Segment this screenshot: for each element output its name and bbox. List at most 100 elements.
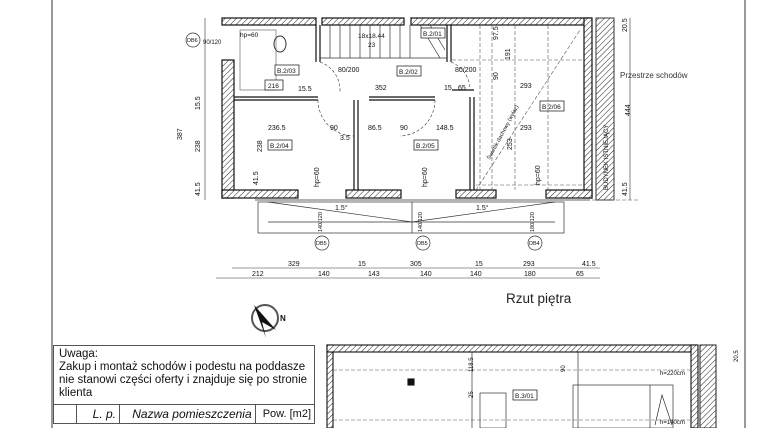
svg-text:293: 293	[520, 83, 532, 90]
svg-text:DB4: DB4	[529, 241, 540, 247]
room-label-attic: B.3/01	[515, 393, 534, 400]
svg-text:238: 238	[195, 140, 202, 152]
toilet-icon	[273, 35, 287, 53]
room-label-stair: B.2/01	[423, 31, 442, 38]
svg-text:140/120: 140/120	[318, 212, 324, 232]
svg-text:80/200: 80/200	[455, 67, 477, 74]
table-header-lp: L. p.	[76, 404, 120, 424]
room-label-5: B.2/05	[416, 143, 435, 150]
svg-text:293: 293	[523, 261, 535, 268]
drawing-title: Rzut piętra	[506, 291, 572, 306]
svg-text:90/120: 90/120	[203, 40, 222, 46]
svg-text:140/120: 140/120	[418, 212, 424, 232]
table-header-row: L. p. Nazwa pomieszczenia Pow. [m2]	[53, 404, 316, 424]
attic-dims: 20.5 118.5 90 h=220cm h=140cm 25	[469, 350, 740, 426]
svg-text:41.5: 41.5	[582, 261, 596, 268]
table-header-name: Nazwa pomieszczenia	[119, 404, 256, 424]
stair-space-note: Przestrze schodów	[620, 71, 688, 80]
svg-text:3.5: 3.5	[340, 135, 350, 142]
svg-text:143: 143	[368, 271, 380, 278]
svg-text:hp=60: hp=60	[314, 167, 321, 187]
svg-text:25: 25	[469, 391, 475, 398]
svg-text:444: 444	[625, 104, 632, 116]
svg-text:41.5: 41.5	[195, 182, 202, 196]
bathroom-fixture	[239, 29, 277, 91]
dim-row-1: 329 15 305 15 293 41.5	[288, 261, 596, 268]
interior-dimensions: 15.5 352 15 65 236.5 90 86.5 90 148.5 23…	[253, 26, 542, 187]
attic-plan	[326, 344, 717, 428]
rooms-table: L. p. Nazwa pomieszczenia Pow. [m2]	[53, 404, 316, 424]
svg-text:80/200: 80/200	[338, 67, 360, 74]
svg-text:305: 305	[410, 261, 422, 268]
slope-label-right: 1.5°	[476, 204, 489, 212]
svg-text:118.5: 118.5	[469, 357, 475, 372]
room-label-6: B.2/06	[542, 104, 561, 111]
svg-text:15.5: 15.5	[195, 96, 202, 110]
svg-text:65: 65	[458, 85, 466, 92]
note-heading: Uwaga:	[59, 348, 98, 360]
bottom-dimension-chains	[216, 267, 600, 279]
svg-text:293: 293	[520, 125, 532, 132]
svg-text:86.5: 86.5	[368, 125, 382, 132]
svg-text:DB5: DB5	[316, 241, 327, 247]
stairs-label: 18x18.44	[358, 33, 385, 40]
svg-text:238: 238	[257, 140, 264, 152]
svg-text:hp=60: hp=60	[422, 167, 429, 187]
note-box: Uwaga: Zakup i montaż schodów i podestu …	[53, 345, 315, 405]
svg-text:15: 15	[475, 261, 483, 268]
window-dims: 140/120 140/120 180/120	[318, 212, 536, 232]
right-dimension-chain: 20.5 444 41.5	[592, 18, 640, 201]
svg-text:DB5: DB5	[417, 241, 428, 247]
svg-text:90: 90	[400, 125, 408, 132]
bath-box	[264, 79, 284, 91]
svg-text:h=140cm: h=140cm	[660, 420, 685, 426]
svg-text:90: 90	[493, 72, 500, 80]
svg-text:236.5: 236.5	[268, 125, 286, 132]
svg-text:212: 212	[252, 271, 264, 278]
svg-text:140: 140	[318, 271, 330, 278]
attic-room-box	[512, 389, 538, 401]
svg-text:90: 90	[561, 365, 567, 372]
dim-row-2: 212 140 143 140 140 180 65	[252, 271, 584, 278]
window-tags: DB6 DB5 DB5 DB4	[185, 32, 543, 251]
svg-text:h=220cm: h=220cm	[660, 371, 685, 377]
svg-text:191: 191	[505, 48, 512, 60]
svg-text:N: N	[280, 314, 286, 323]
svg-text:253: 253	[507, 138, 514, 150]
roof-dashed-lines	[452, 25, 584, 191]
table-header-blank	[53, 404, 77, 424]
svg-text:65: 65	[576, 271, 584, 278]
svg-text:20.5: 20.5	[734, 350, 740, 362]
note-text: Zakup i montaż schodów i podestu na podd…	[59, 361, 308, 399]
svg-text:41.5: 41.5	[253, 171, 260, 185]
svg-text:140: 140	[420, 271, 432, 278]
room-label-corridor: B.2/02	[399, 69, 418, 76]
svg-text:97.5: 97.5	[493, 26, 500, 40]
room-labels: B.2/03 B.2/02 B.2/01 B.2/04 B.2/05 B.2/0…	[267, 27, 565, 151]
table-header-area: Pow. [m2]	[254, 404, 316, 424]
svg-text:352: 352	[375, 85, 387, 92]
bath-tag: hp=60	[240, 32, 259, 39]
window-dim-left: 90/120	[203, 40, 222, 46]
svg-text:387: 387	[177, 128, 184, 140]
door-swings	[317, 61, 471, 137]
svg-text:20.5: 20.5	[622, 18, 629, 32]
svg-text:148.5: 148.5	[436, 125, 454, 132]
svg-text:15.5: 15.5	[298, 86, 312, 93]
slope-label-left: 1.5°	[335, 204, 348, 212]
room-label-4: B.2/04	[270, 143, 289, 150]
north-arrow-icon: N	[251, 304, 286, 338]
svg-text:41.5: 41.5	[622, 182, 629, 196]
svg-text:hp=60: hp=60	[535, 165, 542, 185]
upper-plan-walls	[221, 17, 593, 199]
svg-text:180/120: 180/120	[530, 212, 536, 232]
stairs-sub: 23	[368, 42, 376, 49]
balcony-outline	[255, 199, 590, 234]
bath-box-label: 216	[268, 83, 279, 90]
svg-text:140: 140	[470, 271, 482, 278]
svg-text:329: 329	[288, 261, 300, 268]
svg-text:180: 180	[524, 271, 536, 278]
left-dimension-chain: 387 15.5 238 41.5	[177, 18, 206, 200]
svg-text:15: 15	[444, 85, 452, 92]
